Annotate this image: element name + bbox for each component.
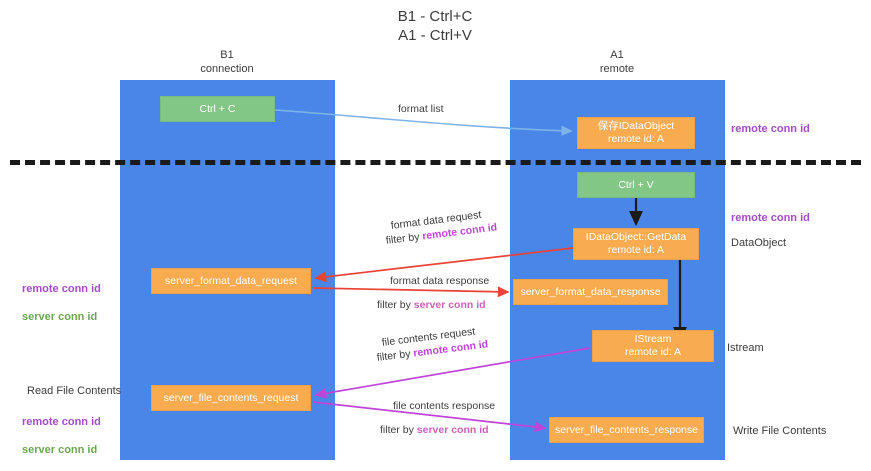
node-server-file-contents-request[interactable]: server_file_contents_request	[151, 385, 311, 411]
node-label: server_file_contents_response	[554, 423, 698, 436]
edge-file-contents-request	[314, 347, 591, 399]
annotation-dataobject: DataObject	[731, 237, 787, 249]
edge-label-format-data-response: format data response	[390, 275, 490, 287]
edge-filter-format-data-response: filter by server conn id	[377, 298, 486, 312]
node-sublabel: remote id: A	[624, 346, 682, 358]
node-server-format-data-request[interactable]: server_format_data_request	[151, 268, 311, 294]
edge-file-contents-response	[312, 401, 547, 433]
annotation-conn-ids-bottom: remote conn id server conn id	[22, 401, 101, 471]
node-label: Ctrl + V	[618, 178, 654, 191]
node-label: IDataObject::GetData	[585, 231, 687, 243]
node-label: server_file_contents_request	[163, 391, 299, 404]
annotation-istream: Istream	[727, 342, 764, 354]
column-header-a1: A1 remote	[599, 49, 635, 75]
annotation-write-file-contents: Write File Contents	[733, 425, 827, 437]
edge-label-format-list: format list	[398, 103, 444, 115]
edge-label-file-contents-response: file contents response	[393, 400, 496, 412]
annotation-server-conn-id: server conn id	[22, 444, 98, 456]
node-server-format-data-response[interactable]: server_format_data_response	[513, 279, 668, 305]
node-sublabel: remote id: A	[607, 133, 665, 145]
node-server-file-contents-response[interactable]: server_file_contents_response	[549, 417, 704, 443]
filter-key: server conn id	[416, 424, 489, 436]
annotation-conn-ids-mid: remote conn id server conn id	[22, 268, 101, 338]
phase-divider	[10, 160, 861, 165]
node-istream[interactable]: IStream remote id: A	[592, 330, 714, 362]
node-label: Ctrl + C	[199, 102, 236, 115]
filter-key: server conn id	[413, 299, 486, 311]
edge-format-list	[274, 109, 573, 136]
annotation-remote-conn-id-mid: remote conn id	[731, 212, 810, 224]
node-idataobject-getdata[interactable]: IDataObject::GetData remote id: A	[573, 228, 699, 260]
annotation-remote-conn-id-top: remote conn id	[731, 123, 810, 135]
edge-format-data-response	[312, 286, 510, 298]
filter-prefix: filter by	[380, 424, 417, 436]
node-ctrl-c[interactable]: Ctrl + C	[160, 96, 275, 122]
column-header-b1: B1 connection	[200, 49, 254, 75]
node-label: 保存IDataObject	[597, 120, 675, 132]
annotation-read-file-contents: Read File Contents	[27, 385, 122, 397]
annotation-remote-conn-id: remote conn id	[22, 283, 101, 295]
node-label: IStream	[634, 333, 672, 345]
node-ctrl-v[interactable]: Ctrl + V	[577, 172, 695, 198]
filter-prefix: filter by	[377, 299, 414, 311]
edge-filter-file-contents-response: filter by server conn id	[380, 423, 489, 437]
annotation-server-conn-id: server conn id	[22, 311, 98, 323]
edge-format-data-request	[314, 247, 574, 283]
annotation-remote-conn-id: remote conn id	[22, 416, 101, 428]
node-label: server_format_data_request	[165, 274, 297, 287]
node-save-idataobject[interactable]: 保存IDataObject remote id: A	[577, 117, 695, 149]
node-label: server_format_data_response	[520, 285, 661, 298]
page-title: B1 - Ctrl+C A1 - Ctrl+V	[397, 8, 473, 44]
node-sublabel: remote id: A	[607, 244, 665, 256]
